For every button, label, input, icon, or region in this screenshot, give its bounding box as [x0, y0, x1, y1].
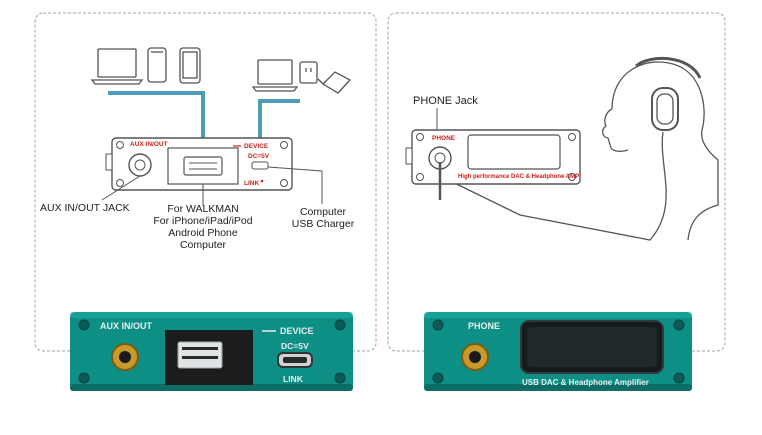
callout-walkman-line-1: For WALKMAN [167, 203, 239, 215]
callout-walkman-group: For WALKMAN For iPhone/iPad/iPod Android… [137, 203, 269, 251]
photo-device-label: DEVICE [280, 326, 314, 336]
wall-outlet-icon [299, 61, 318, 84]
phone-icon [147, 47, 167, 83]
photo-phone-label: PHONE [468, 321, 500, 331]
right-panel-border [387, 12, 726, 352]
device-photo-right [424, 312, 692, 391]
link-label-small: LINK [244, 180, 259, 187]
device-label-small: DEVICE [244, 143, 269, 150]
callout-computer-line-2: USB Charger [291, 218, 355, 230]
callout-walkman-line-3: Android Phone [168, 227, 238, 239]
callout-walkman-line-2: For iPhone/iPad/iPod [153, 215, 253, 227]
photo-dc-label: DC=5V [281, 341, 309, 351]
tablet-icon [179, 47, 201, 84]
laptop-icon [90, 48, 144, 85]
cable-lines-left [108, 91, 300, 150]
aux-jack-label-small: AUX IN/OUT [130, 141, 168, 148]
amp-label-small: High performance DAC & Headphone AMP [458, 174, 579, 180]
callout-computer-group: Computer USB Charger [288, 206, 358, 230]
callout-phone-jack: PHONE Jack [413, 95, 478, 107]
callout-lines-left [101, 166, 323, 206]
callout-walkman-line-4: Computer [179, 239, 227, 251]
device-photo-left [70, 312, 353, 391]
photo-amp-label: USB DAC & Headphone Amplifier [522, 378, 649, 387]
device-outline-left [105, 137, 293, 191]
headphone-head-icon [437, 56, 719, 241]
phone-label-small: PHONE [432, 135, 456, 142]
laptop-charger-icon [251, 59, 299, 92]
left-panel-border [34, 12, 377, 352]
photo-link-label: LINK [283, 374, 304, 384]
dc-label-small: DC=5V [248, 153, 270, 160]
photo-aux-label: AUX IN/OUT [100, 321, 153, 331]
callout-aux-jack: AUX IN/OUT JACK [40, 202, 130, 214]
device-outline-right [405, 129, 581, 200]
callout-computer-line-1: Computer [299, 206, 347, 218]
usb-charger-icon [317, 71, 352, 94]
